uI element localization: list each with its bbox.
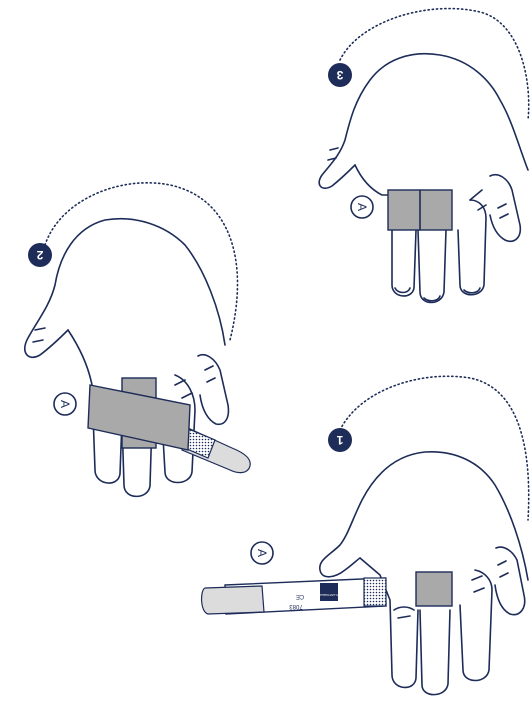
step-3-number-badge: 3	[328, 63, 352, 87]
strip-mesh-grip	[363, 577, 387, 607]
step-1-rotation-arrow	[339, 375, 530, 521]
step-3-rotation-arrow	[339, 7, 530, 121]
step-2-number: 2	[36, 248, 43, 262]
step-2-marker-label: A	[58, 400, 72, 408]
step-3-marker-label: A	[355, 203, 369, 211]
step-1-number: 1	[336, 433, 343, 447]
strip-logo-text: PLASTOHEAL	[319, 593, 339, 597]
test-strip: PLASTOHEAL CE 7083	[201, 577, 387, 615]
step-1-marker-a: A	[250, 541, 274, 565]
step-1-marker-label: A	[255, 549, 269, 557]
strip-ce-mark: CE	[296, 593, 304, 599]
step-2-bandage-diagonal	[87, 384, 191, 451]
strip-code: 7083	[289, 603, 303, 609]
step-3-panel: 3 A	[318, 7, 530, 304]
step-2-panel: 2 A	[24, 182, 251, 498]
step-1-hand-illustration	[319, 451, 529, 696]
step-3-hand-illustration	[318, 52, 529, 304]
step-2-strip-extension	[179, 427, 251, 474]
step-1-panel: PLASTOHEAL CE 7083 1 A	[201, 375, 530, 696]
step-1-number-badge: 1	[328, 428, 352, 452]
step-2-hand-illustration	[24, 217, 230, 498]
step-2-rotation-arrow	[44, 182, 239, 341]
step-3-number: 3	[336, 68, 343, 82]
step-2-number-badge: 2	[28, 243, 52, 267]
step-2-marker-a: A	[53, 392, 77, 416]
strip-pad	[201, 585, 265, 615]
strip-logo-box	[320, 583, 338, 601]
step-1-bandage	[415, 571, 453, 607]
step-3-marker-a: A	[350, 195, 374, 219]
